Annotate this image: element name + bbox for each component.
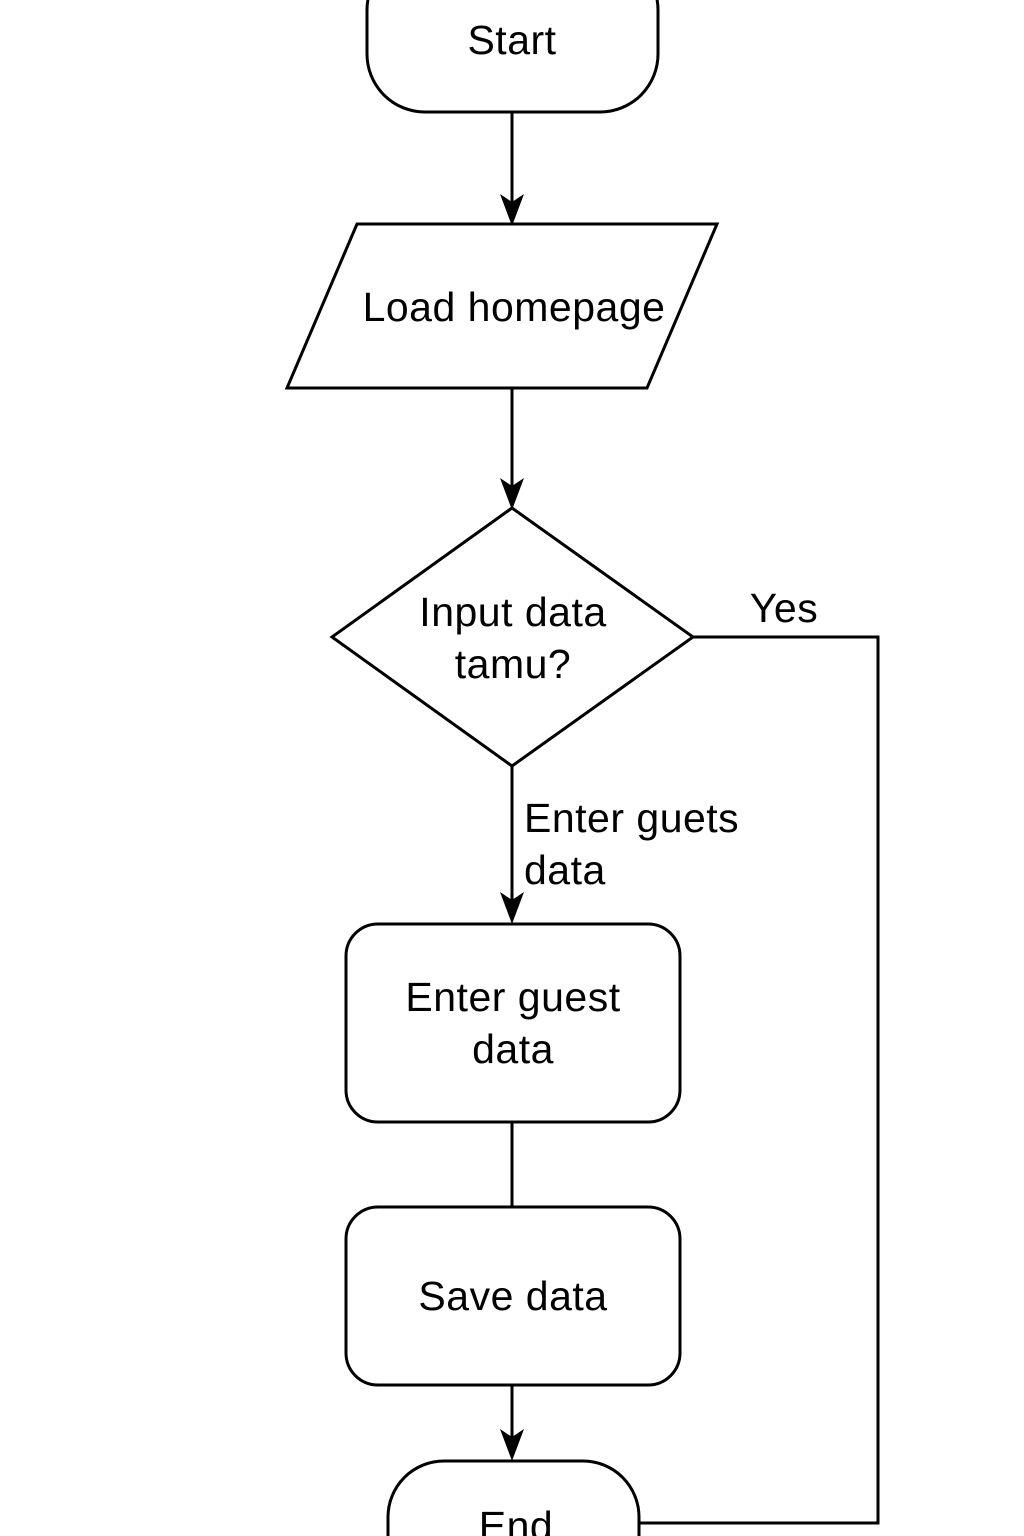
arrowhead-into-decision (500, 478, 524, 510)
end-node-shape (386, 1459, 641, 1536)
arrowhead-into-load-homepage (500, 194, 524, 226)
arrowhead-into-enter-guest-data (500, 892, 524, 924)
enter-guest-data-node-label-line1: Enter guest (405, 974, 621, 1020)
yes-edge-label: Yes (749, 585, 819, 631)
enter-guest-data-node-label-line2: data (472, 1026, 554, 1072)
enter-guest-data-node-label: Enter guest data (405, 971, 620, 1075)
load-homepage-node-label: Load homepage (362, 284, 666, 330)
decision-node-label-line1: Input data (419, 589, 607, 635)
save-data-node-label: Save data (418, 1273, 608, 1319)
decision-to-enter-edge-label: Enter guets data (524, 792, 739, 896)
decision-to-enter-edge-label-line2: data (524, 847, 606, 893)
decision-to-enter-edge-label-line1: Enter guets (524, 795, 740, 841)
arrowhead-into-end (500, 1429, 524, 1461)
start-node-label: Start (467, 17, 557, 63)
end-node-label: End (478, 1503, 554, 1536)
decision-node-label: Input data tamu? (419, 586, 606, 690)
edge-yes-branch (640, 635, 880, 1525)
load-homepage-node-shape (284, 222, 720, 390)
decision-node-label-line2: tamu? (454, 641, 572, 687)
